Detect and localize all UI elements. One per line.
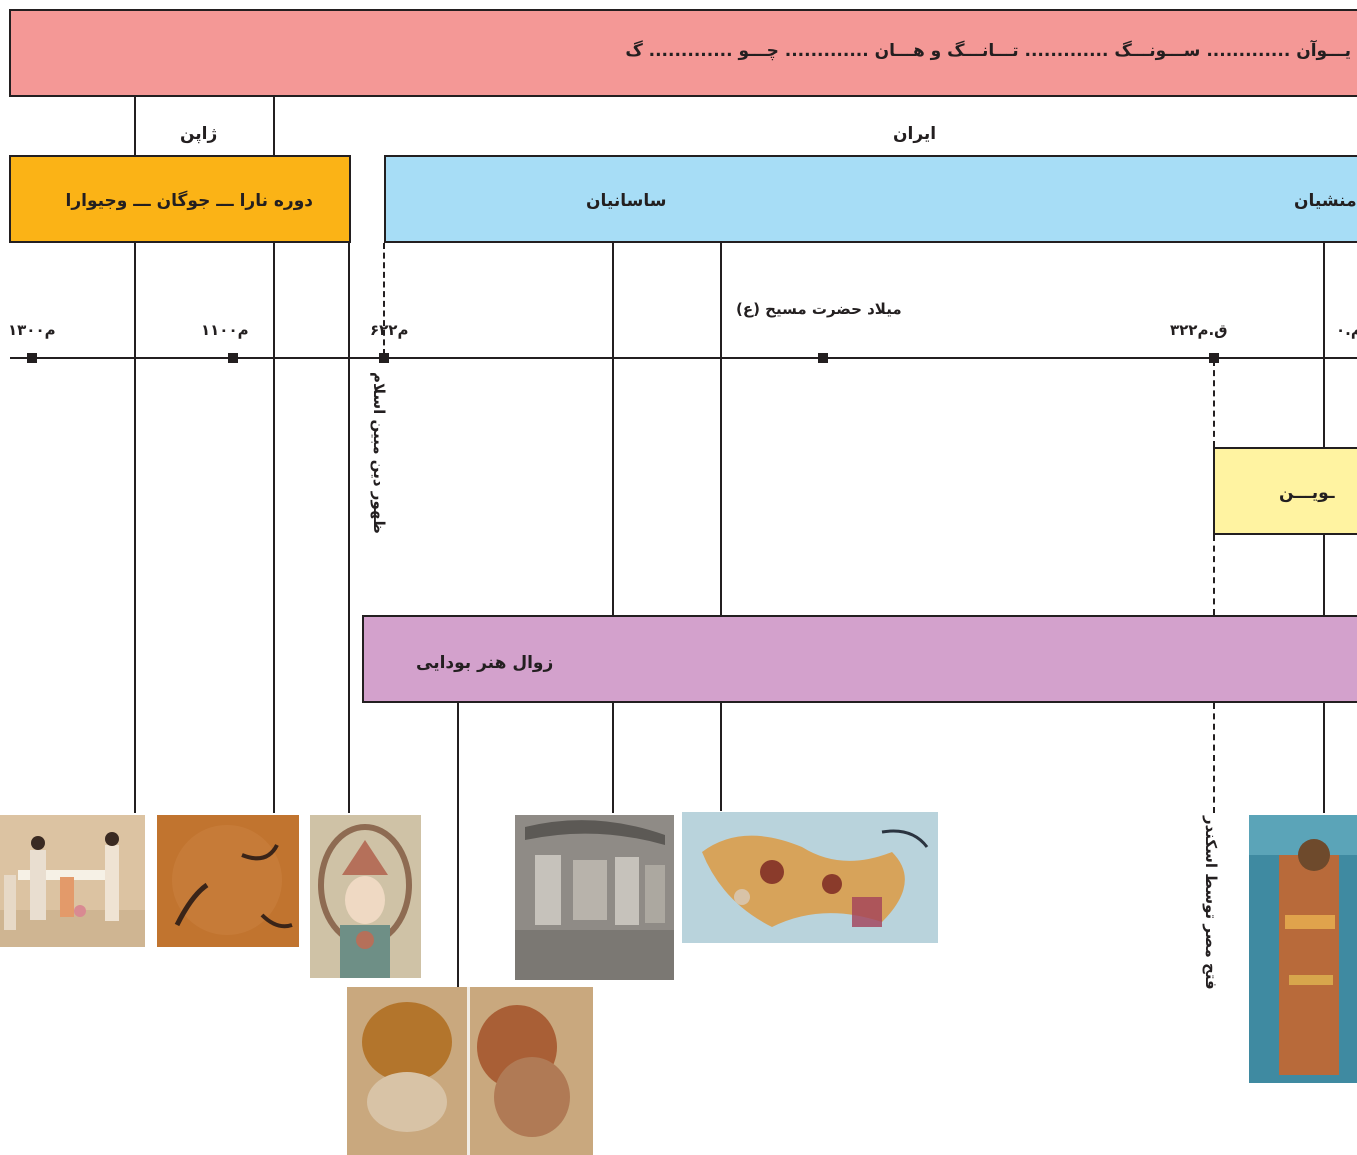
axis-tick: [1209, 353, 1219, 363]
japanese-painting-image: [157, 815, 299, 947]
egypt-dashed-line: [1213, 360, 1215, 447]
connector-line: [457, 703, 459, 988]
tick-label-322bc: ۳۲۲ق.م: [1170, 321, 1228, 339]
islam-emergence-label: ظهور دین مبین اسلام: [370, 372, 388, 534]
connector-line: [612, 243, 614, 615]
connector-line: [348, 243, 350, 813]
ptolemaic-band: ـویـــن: [1213, 447, 1357, 535]
iran-region-label: ایران: [893, 124, 937, 144]
islam-dashed-line: [383, 243, 385, 355]
axis-tick: [27, 353, 37, 363]
connector-line: [720, 243, 722, 615]
connector-line: [720, 703, 722, 811]
japan-region-label: ژاپن: [180, 124, 218, 144]
tick-label-1100: ۱۱۰۰م: [201, 321, 249, 339]
china-dynasties-band: یـــوآن ............. ســـونـــگ .......…: [9, 9, 1357, 97]
tick-label-edge: ۰.م: [1336, 321, 1357, 339]
sasanian-label: ساسانیان: [586, 191, 667, 211]
egypt-dashed-line: [1213, 535, 1215, 615]
ajanta-painting-image: [347, 987, 593, 1155]
connector-line: [134, 243, 136, 813]
axis-tick: [228, 353, 238, 363]
achaemenid-label: امنشیان: [1294, 191, 1357, 211]
axis-tick: [818, 353, 828, 363]
japan-period-label: دوره نارا ـــ جوگان ـــ وجیوارا: [65, 191, 314, 211]
iran-band: ساسانیان امنشیان: [384, 155, 1357, 243]
buddhist-art-band: زوال هنر بودایی: [362, 615, 1357, 703]
persian-archer-relief-image: [1249, 815, 1357, 1083]
tick-label-622: ۶۲۲م: [370, 321, 409, 339]
axis-tick: [379, 353, 389, 363]
ptolemaic-label: ـویـــن: [1279, 483, 1335, 503]
japan-period-band: دوره نارا ـــ جوگان ـــ وجیوارا: [9, 155, 351, 243]
connector-line: [273, 97, 275, 155]
china-dynasties-label: یـــوآن ............. ســـونـــگ .......…: [625, 41, 1351, 61]
christ-birth-label: میلاد حضرت مسیح (ع): [736, 300, 902, 318]
connector-line: [612, 703, 614, 813]
chinese-painting-image: [0, 815, 145, 947]
tick-label-1300: ۱۳۰۰م: [8, 321, 56, 339]
rock-relief-image: [515, 815, 674, 980]
connector-line: [134, 97, 136, 155]
buddhist-art-label: زوال هنر بودایی: [416, 653, 554, 673]
timeline-axis: [10, 357, 1357, 359]
egypt-conquest-label: فتح مصر توسط اسکندر: [1202, 816, 1220, 990]
connector-line: [1323, 243, 1325, 447]
connector-line: [1323, 535, 1325, 615]
connector-line: [273, 243, 275, 813]
connector-line: [1323, 703, 1325, 813]
fresco-fragment-image: [682, 812, 938, 943]
egypt-dashed-line: [1213, 703, 1215, 813]
bodhisattva-painting-image: [310, 815, 421, 978]
